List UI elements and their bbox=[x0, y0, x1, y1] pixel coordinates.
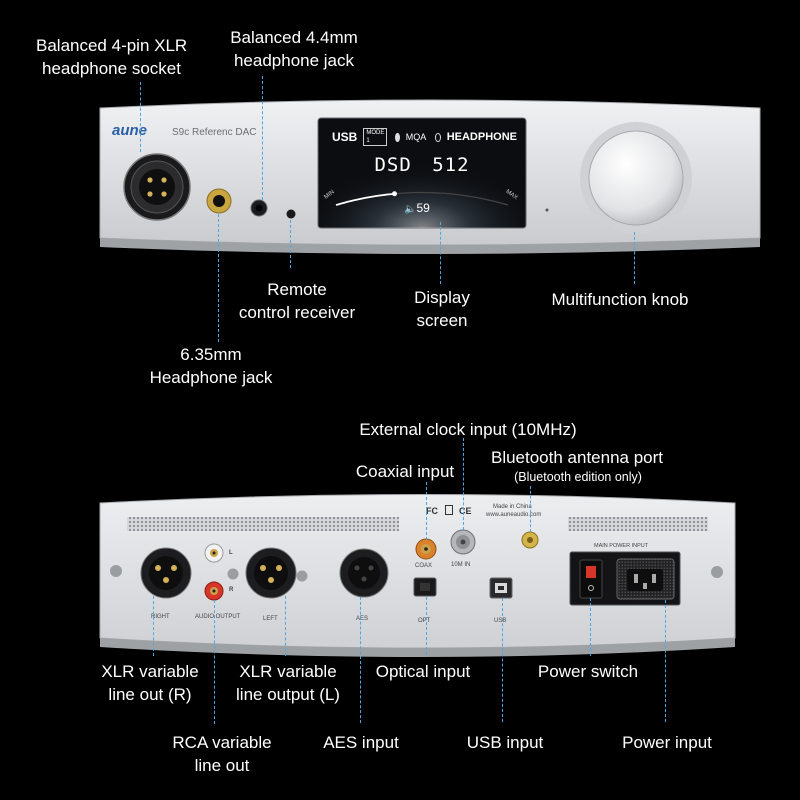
rear-text-aes: AES bbox=[356, 616, 369, 622]
aes-input bbox=[339, 548, 389, 598]
xlr-out-left bbox=[245, 547, 297, 599]
leader-rca bbox=[214, 600, 215, 724]
jack-4-4mm bbox=[250, 199, 268, 217]
display-format-rate: 512 bbox=[432, 154, 470, 176]
multifunction-knob bbox=[580, 122, 692, 234]
label-ext-clock: External clock input (10MHz) bbox=[359, 420, 577, 439]
rear-text-right: RIGHT bbox=[151, 614, 170, 620]
model-name: S9c Referenc DAC bbox=[172, 127, 256, 138]
rca-right bbox=[204, 581, 224, 601]
leader-remote bbox=[290, 220, 291, 268]
rear-text-made-in: Made in China bbox=[493, 504, 532, 510]
leader-bt bbox=[530, 486, 531, 532]
label-bt-note: (Bluetooth edition only) bbox=[514, 470, 642, 484]
vent-left bbox=[127, 517, 399, 531]
label-display: Display screen bbox=[414, 288, 470, 330]
rear-text-channel-r: R bbox=[229, 587, 234, 593]
rear-text-coax: COAX bbox=[415, 563, 433, 569]
rear-text-usb: USB bbox=[494, 618, 507, 624]
leader-aes bbox=[360, 597, 361, 723]
rca-left bbox=[204, 543, 224, 563]
rear-text-fc: FC bbox=[426, 506, 438, 516]
label-optical: Optical input bbox=[375, 662, 471, 681]
label-power-input: Power input bbox=[622, 733, 712, 752]
remote-receiver bbox=[286, 209, 296, 219]
leader-display bbox=[440, 222, 441, 284]
headphone-mode-icon bbox=[435, 132, 441, 142]
display-source: USB bbox=[332, 130, 358, 144]
weee-bin-icon bbox=[445, 505, 453, 515]
clock-bnc-input bbox=[450, 529, 476, 555]
leader-coaxial bbox=[426, 482, 427, 540]
label-jack-44: Balanced 4.4mm headphone jack bbox=[230, 28, 358, 70]
label-jack-635: 6.35mm Headphone jack bbox=[149, 345, 273, 387]
bluetooth-antenna-port bbox=[521, 531, 539, 549]
mqa-icon bbox=[395, 132, 400, 142]
leader-optical bbox=[426, 597, 427, 655]
rear-text-left: LEFT bbox=[263, 616, 278, 622]
label-remote: Remote control receiver bbox=[238, 280, 356, 322]
rear-text-website: www.auneaudio.com bbox=[486, 512, 542, 518]
leader-usb bbox=[502, 598, 503, 722]
xlr-4pin-socket bbox=[123, 153, 191, 221]
display-output: HEADPHONE bbox=[446, 131, 517, 143]
leader-ext-clock bbox=[463, 438, 464, 530]
label-usb: USB input bbox=[466, 733, 544, 752]
power-block bbox=[569, 551, 681, 606]
label-xlr-socket: Balanced 4-pin XLR headphone socket bbox=[36, 36, 188, 78]
label-aes: AES input bbox=[323, 733, 399, 752]
display-top-row: USB MODE 1 MQA HEADPHONE bbox=[332, 128, 517, 146]
label-xlr-l: XLR variable line output (L) bbox=[236, 662, 340, 704]
power-switch bbox=[579, 559, 603, 599]
display-mqa: MQA bbox=[405, 132, 427, 142]
label-bt-port: Bluetooth antenna port bbox=[490, 448, 664, 467]
leader-power-switch bbox=[590, 598, 591, 656]
coax-input bbox=[415, 538, 437, 560]
display-volume: 🔈59 bbox=[404, 201, 430, 215]
leader-xlr-socket bbox=[140, 82, 141, 152]
leader-xlr-r bbox=[153, 596, 154, 656]
rear-text-audio-output: AUDIO OUTPUT bbox=[195, 614, 241, 620]
label-rca: RCA variable line out bbox=[172, 733, 272, 775]
leader-power-input bbox=[665, 600, 666, 722]
leader-jack-44 bbox=[262, 76, 263, 200]
leader-jack-635 bbox=[218, 214, 219, 342]
rear-text-channel-l: L bbox=[229, 550, 233, 556]
brand-logo: aune bbox=[112, 122, 147, 139]
usb-b-input bbox=[489, 577, 513, 599]
display-mode-badge: MODE 1 bbox=[363, 128, 388, 146]
vent-right bbox=[568, 517, 708, 531]
rear-text-ce: CE bbox=[459, 506, 472, 516]
rear-text-power-title: MAIN POWER INPUT bbox=[594, 543, 649, 549]
label-power-switch: Power switch bbox=[537, 662, 639, 681]
rear-text-10m-in: 10M IN bbox=[451, 562, 471, 568]
speaker-icon: 🔈 bbox=[404, 204, 417, 215]
display-format: DSD 512 bbox=[318, 154, 526, 176]
rear-text-opt: OPT bbox=[418, 618, 431, 624]
display-volume-value: 59 bbox=[416, 201, 430, 215]
leader-xlr-l bbox=[285, 596, 286, 656]
display-format-type: DSD bbox=[374, 154, 412, 176]
label-coaxial: Coaxial input bbox=[355, 462, 455, 481]
xlr-out-right bbox=[140, 547, 192, 599]
optical-input bbox=[413, 577, 437, 597]
label-xlr-r: XLR variable line out (R) bbox=[101, 662, 199, 704]
jack-6-35mm bbox=[206, 188, 232, 214]
leader-knob bbox=[634, 232, 635, 284]
label-knob: Multifunction knob bbox=[551, 290, 689, 309]
